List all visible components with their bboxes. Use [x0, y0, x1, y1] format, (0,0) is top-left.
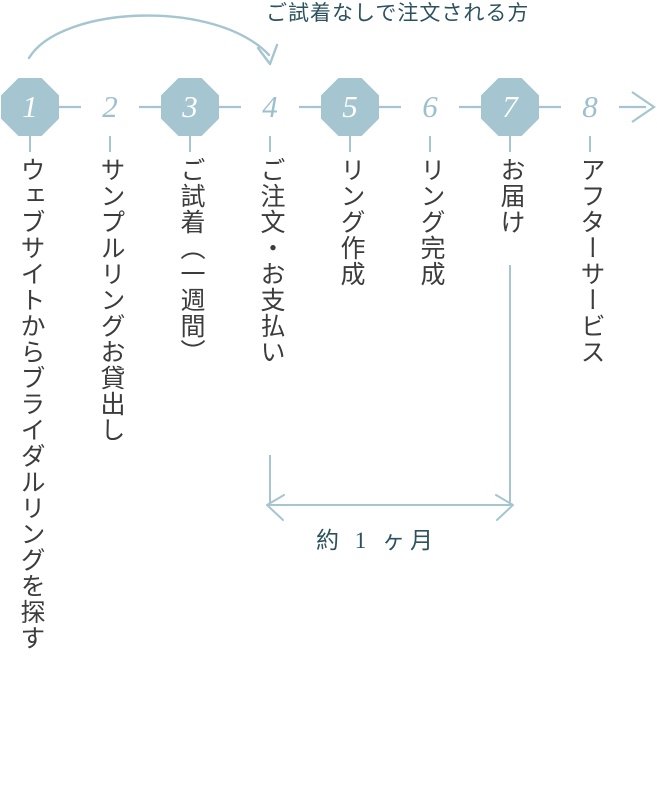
- duration-measure-arrow: [266, 494, 514, 521]
- node-stems: [29, 134, 591, 152]
- timeline-node-1[interactable]: 1: [1, 78, 59, 136]
- step-label-1: ウェブサイトからブライダルリングを探す: [17, 157, 44, 651]
- timeline-node-7[interactable]: 7: [481, 78, 539, 136]
- timeline-node-3[interactable]: 3: [161, 78, 219, 136]
- step-label-7: お届け: [497, 157, 524, 235]
- timeline-node-4[interactable]: 4: [241, 78, 299, 136]
- timeline-node-5[interactable]: 5: [321, 78, 379, 136]
- node-number-8: 8: [582, 88, 598, 124]
- node-number-7: 7: [502, 88, 518, 124]
- timeline-node-6[interactable]: 6: [401, 78, 459, 136]
- step-label-2: サンプルリングお貸出し: [97, 157, 124, 443]
- node-number-2: 2: [102, 88, 118, 124]
- step-label-6: リング完成: [417, 157, 444, 287]
- step-label-8: アフターサービス: [577, 157, 604, 365]
- step-label-4: ご注文・お支払い: [257, 157, 284, 365]
- duration-annotation-label: 約 1 ヶ月: [316, 528, 438, 553]
- duration-bracket-legs: [269, 265, 511, 505]
- node-number-5: 5: [342, 88, 358, 124]
- node-number-6: 6: [422, 88, 438, 124]
- timeline-node-2[interactable]: 2: [81, 78, 139, 136]
- node-number-4: 4: [262, 88, 278, 124]
- timeline-node-8[interactable]: 8: [561, 78, 619, 136]
- skip-curved-arrow: [27, 14, 279, 66]
- node-number-3: 3: [182, 88, 198, 124]
- step-label-5: リング作成: [337, 157, 364, 287]
- top-annotation-label: ご試着なしで注文される方: [266, 1, 530, 25]
- node-number-1: 1: [22, 88, 38, 124]
- step-label-3: ご試着（一週間）: [177, 157, 204, 365]
